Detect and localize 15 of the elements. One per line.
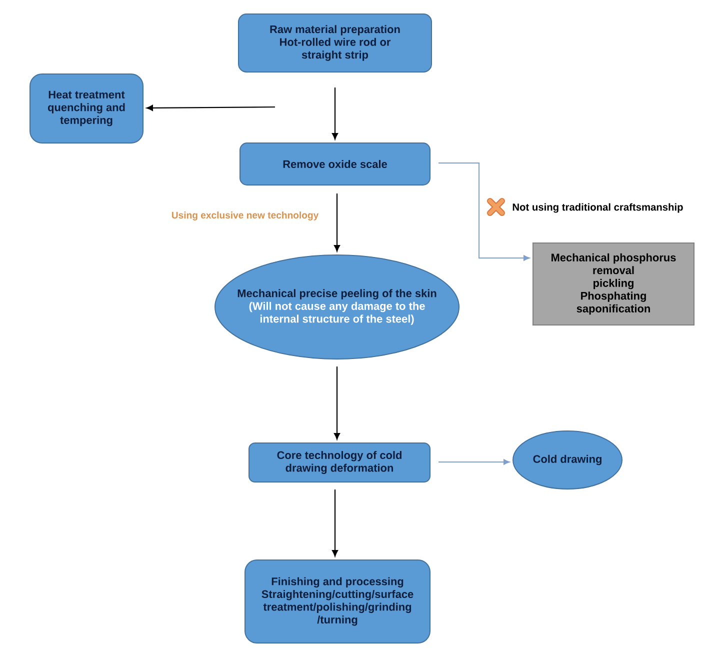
arrow (334, 194, 340, 252)
edge-label: Using exclusive new technology (170, 210, 320, 222)
process-box: Mechanical phosphorus removal pickling Phosphating saponification (532, 242, 694, 326)
arrow (332, 490, 338, 557)
arrow (332, 88, 338, 140)
process-box: Finishing and processing Straightening/cutting/surface treatment/polishing/grinding /turning (244, 560, 430, 644)
process-box: Core technology of cold drawing deformation (248, 442, 430, 482)
arrow (146, 104, 275, 111)
edge-label: Not using traditional craftsmanship (511, 202, 684, 214)
arrow (438, 459, 510, 465)
process-box: Remove oxide scale (240, 142, 430, 186)
process-box: Raw material preparation Hot-rolled wire rod or straight strip (238, 14, 432, 72)
arrow (334, 366, 340, 440)
process-box: Heat treatment quenching and tempering (30, 74, 144, 144)
arrow (438, 162, 530, 261)
